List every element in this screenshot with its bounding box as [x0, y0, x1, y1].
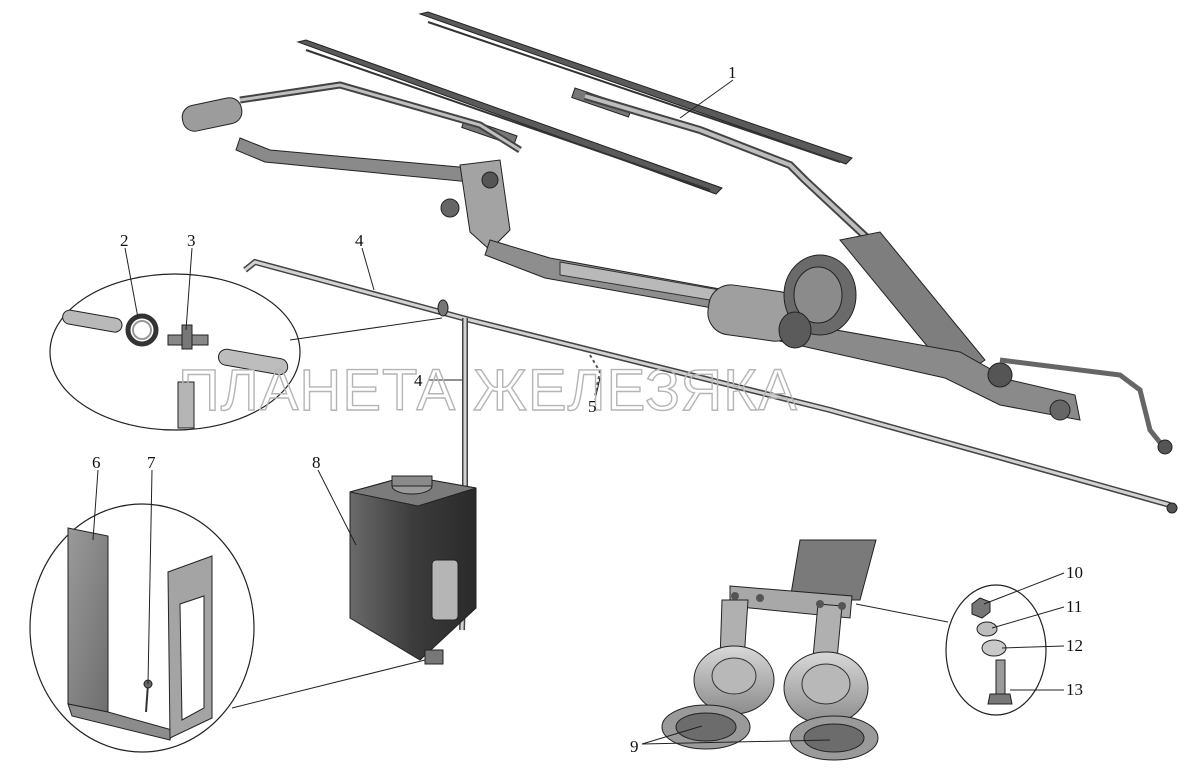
callout-4-branch: 4 — [414, 371, 423, 390]
watermark: ПЛАНЕТА ЖЕЛЕЗЯКА — [178, 358, 798, 423]
wiper-arm-left — [239, 81, 522, 153]
spring-washer — [976, 621, 998, 637]
horn-left — [661, 645, 775, 750]
washer-fragment — [589, 354, 602, 396]
callout-2: 2 — [120, 231, 129, 250]
callout-7: 7 — [147, 453, 156, 472]
wiper-blade-right — [418, 11, 853, 165]
callout-10: 10 — [1066, 563, 1083, 582]
horn-right — [783, 651, 879, 761]
washer-tube-main — [243, 258, 1178, 514]
callout-13: 13 — [1066, 680, 1083, 699]
callout-3: 3 — [187, 231, 196, 250]
callout-9: 9 — [630, 737, 639, 756]
callout-12: 12 — [1066, 636, 1083, 655]
callout-8: 8 — [312, 453, 321, 472]
callout-5: 5 — [588, 397, 597, 416]
callout-11: 11 — [1066, 597, 1082, 616]
detail-circle-bracket — [29, 503, 426, 753]
callout-6: 6 — [92, 453, 101, 472]
wiper-linkage — [181, 97, 1173, 455]
detail-circle-tee — [49, 273, 443, 431]
callout-4-top: 4 — [355, 231, 364, 250]
detail-circle-fasteners — [855, 584, 1047, 716]
leader-lines — [92, 79, 1065, 745]
washer-tank — [349, 475, 477, 665]
bolt — [995, 659, 1006, 697]
wiper-motor — [707, 254, 857, 349]
callout-1: 1 — [728, 63, 737, 82]
wiper-arm-right — [583, 92, 986, 381]
